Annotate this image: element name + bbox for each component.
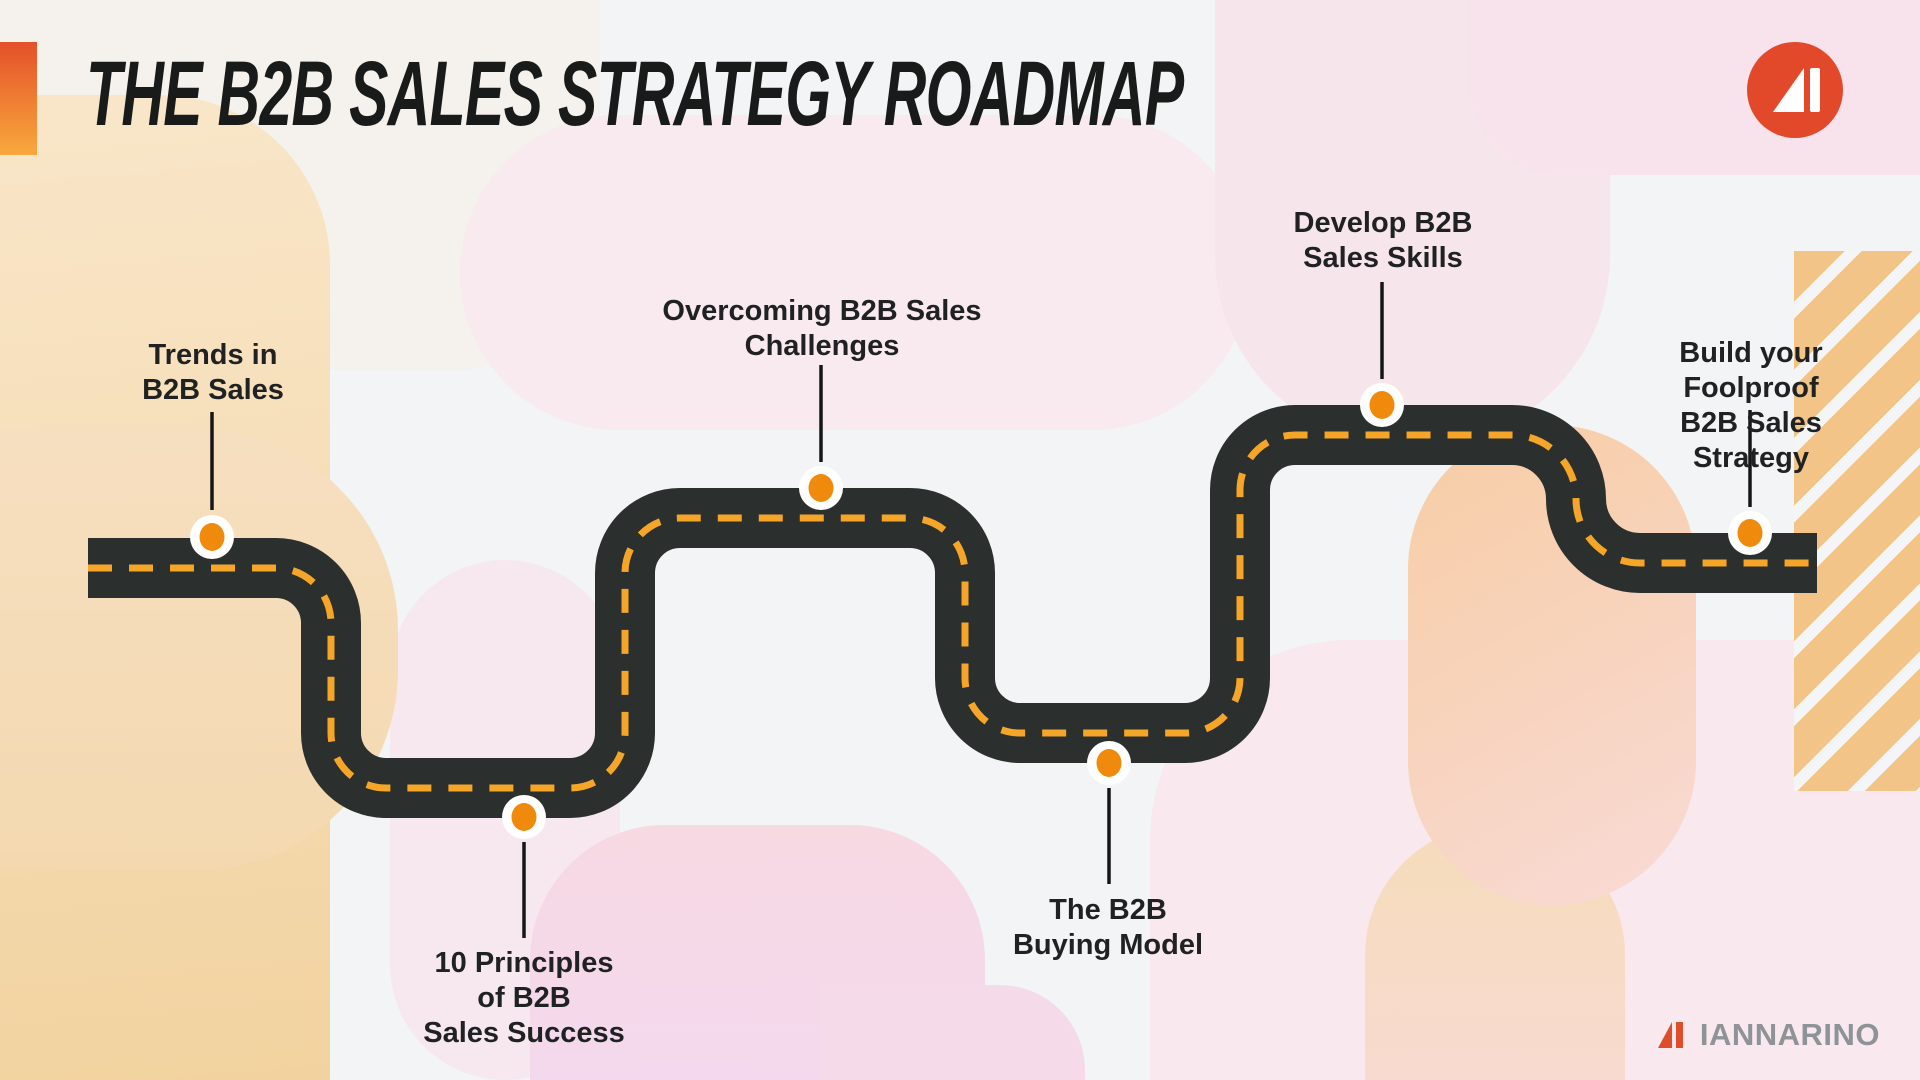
page-title: THE B2B SALES STRATEGY ROADMAP	[86, 43, 1184, 145]
milestone-marker-3	[799, 466, 843, 510]
milestone-label-build: Build your Foolproof B2B Sales Strategy	[1679, 337, 1823, 474]
milestone-label-buying-model: The B2B Buying Model	[1012, 894, 1204, 961]
milestone-label-overcoming: Overcoming B2B Sales Challenges	[662, 295, 982, 362]
road-path	[88, 405, 1817, 818]
striped-accent-square	[1794, 251, 1920, 791]
road-center-dashed-line	[88, 431, 1817, 792]
brand-logo-icon	[1747, 42, 1843, 138]
milestone-marker-5	[1360, 383, 1404, 427]
footer-brand-icon	[1657, 1022, 1683, 1048]
background-blob-pink-topright	[1470, 0, 1920, 175]
footer-brand-wordmark: IANNARINO	[1699, 1017, 1880, 1052]
milestone-label-trends: Trends in B2B Sales	[142, 339, 284, 406]
background-blob-pink-top	[460, 115, 1250, 430]
milestone-marker-6	[1728, 511, 1772, 555]
milestone-marker-2	[502, 795, 546, 839]
background-blob-pink-bottomcenter-2	[820, 985, 1085, 1080]
milestone-marker-4	[1087, 741, 1131, 785]
footer-brand: IANNARINO	[1657, 1017, 1880, 1052]
milestone-marker-1	[190, 515, 234, 559]
milestone-label-principles: 10 Principles of B2B Sales Success	[423, 947, 625, 1049]
title-accent-bar	[0, 42, 37, 155]
milestone-label-develop: Develop B2B Sales Skills	[1293, 207, 1473, 274]
